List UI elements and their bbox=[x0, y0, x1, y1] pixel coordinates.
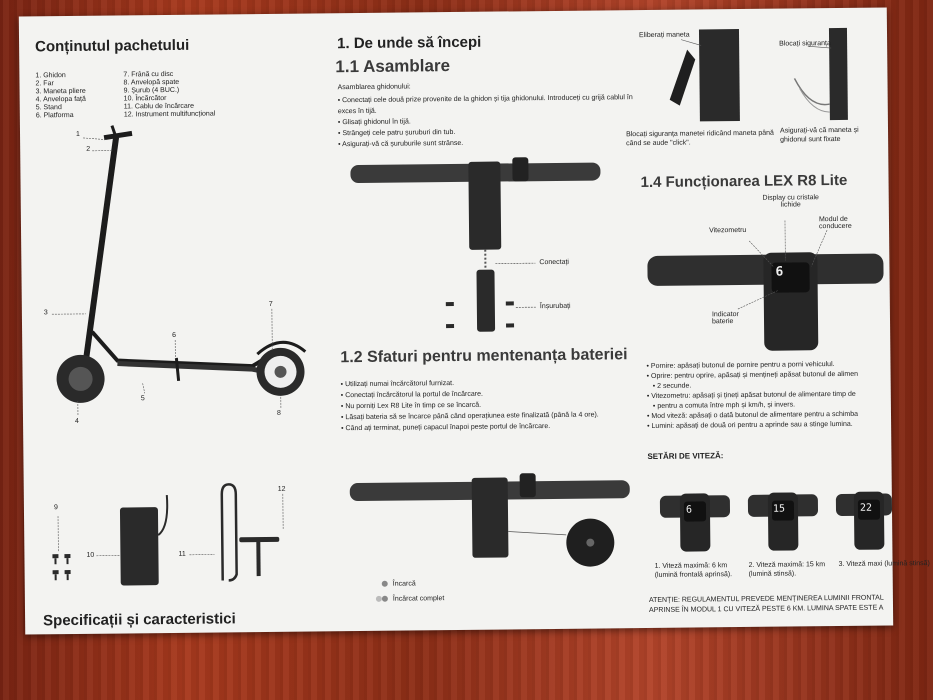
speed-mode-1-caption: 1. Viteză maximă: 6 km (lumină frontală … bbox=[654, 562, 733, 579]
speed-mode-2-readout: 15 bbox=[772, 503, 786, 515]
speed-mode-1-readout: 6 bbox=[685, 504, 693, 516]
display-illustration bbox=[647, 220, 884, 351]
folding-illustration bbox=[669, 27, 848, 122]
speed-modes-illustration bbox=[659, 491, 892, 552]
handlebar-assembly-illustration bbox=[350, 157, 601, 332]
speed-mode-3-readout: 22 bbox=[859, 502, 873, 514]
scooter-illustration bbox=[51, 125, 307, 416]
accessories-illustration bbox=[52, 483, 284, 586]
charging-port-illustration bbox=[349, 473, 630, 602]
speed-mode-2-caption: 2. Viteză maximă: 15 km (lumină stinsă). bbox=[748, 561, 826, 578]
speed-mode-3-caption: 3. Viteză maxi (lumină stinsă) bbox=[838, 560, 930, 569]
